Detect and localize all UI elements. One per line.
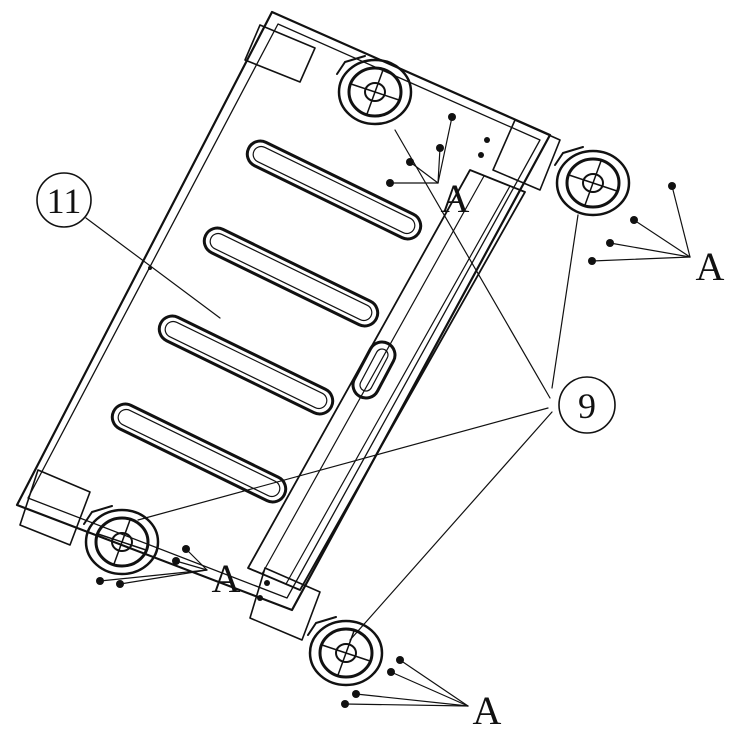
corner-bracket-left xyxy=(19,469,91,546)
caster-right xyxy=(554,146,631,217)
rib-slot xyxy=(202,226,380,328)
callout-caster-label: 9 xyxy=(578,386,596,426)
screw-label-right: A xyxy=(696,244,725,289)
callout-panel-label: 11 xyxy=(47,181,82,221)
corner-bracket-top xyxy=(244,24,316,83)
leader-lines xyxy=(85,116,691,707)
callout-panel: 11 xyxy=(36,172,92,228)
rib-slot xyxy=(110,402,288,504)
base-panel-frame xyxy=(15,10,561,641)
caster-bottom xyxy=(307,616,384,687)
corner-bracket-right xyxy=(492,119,561,191)
screw-label-left: A xyxy=(212,556,241,601)
screw-label-top: A xyxy=(441,176,470,221)
callout-caster: 9 xyxy=(558,376,616,434)
rib-slot xyxy=(157,314,335,416)
hole xyxy=(264,580,270,586)
hole xyxy=(484,137,490,143)
rib-slot xyxy=(245,139,423,241)
handle-slot xyxy=(351,340,397,400)
panel-ribs xyxy=(110,139,423,504)
screw-label-bottom: A xyxy=(473,688,502,731)
hole xyxy=(257,595,263,601)
corner-bracket-bottom xyxy=(249,567,321,641)
hole xyxy=(478,152,484,158)
caster-top xyxy=(336,55,413,126)
caster-left xyxy=(83,505,160,576)
